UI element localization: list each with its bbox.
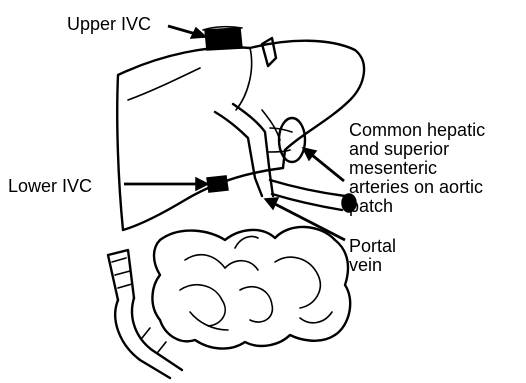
arrow-lower-ivc (124, 178, 208, 190)
label-portal-line-1: Portal (349, 236, 396, 256)
label-lower-ivc: Lower IVC (8, 176, 92, 196)
label-portal-line-2: vein (349, 255, 382, 275)
colon (108, 250, 182, 378)
upper-ivc-cuff (203, 27, 242, 50)
intestines (152, 227, 350, 349)
label-arteries-line-5: patch (349, 196, 393, 216)
vessel-stub (262, 38, 276, 66)
label-upper-ivc: Upper IVC (67, 14, 151, 34)
label-arteries-line-3: mesenteric (349, 158, 437, 178)
label-arteries-line-4: arteries on aortic (349, 177, 483, 197)
arrow-arteries (303, 148, 344, 181)
lower-ivc-stub (207, 176, 228, 192)
label-arteries-line-2: and superior (349, 139, 449, 159)
liver (117, 41, 364, 230)
arrow-upper-ivc (168, 26, 206, 38)
arrow-portal-vein (265, 198, 345, 240)
label-arteries-line-1: Common hepatic (349, 120, 485, 140)
